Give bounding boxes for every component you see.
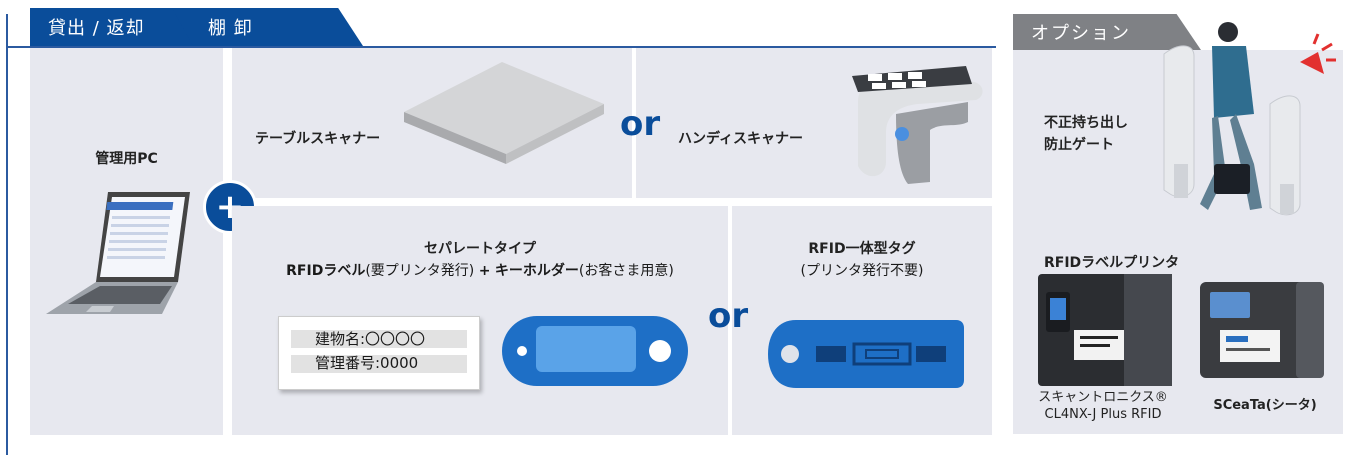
- security-gate-label: 不正持ち出し 防止ゲート: [1044, 112, 1128, 156]
- integrated-tag-note: (プリンタ発行不要): [800, 263, 924, 279]
- tag-or-text: or: [708, 296, 749, 336]
- handy-scanner-icon: [852, 66, 983, 184]
- scanner-or-text: or: [620, 104, 661, 144]
- printer-cl4nx-icon: [1038, 274, 1172, 386]
- printer-cl4nx-caption-line1: スキャントロニクス®: [1038, 390, 1168, 405]
- label-line-number: 管理番号:0000: [315, 354, 419, 372]
- printer-cl4nx-caption-line2: CL4NX-J Plus RFID: [1044, 407, 1162, 422]
- separate-type-description: RFIDラベル(要プリンタ発行) + キーホルダー(お客さま用意): [232, 260, 728, 280]
- frame-left-line: [6, 14, 8, 455]
- pc-label: 管理用PC: [95, 151, 158, 167]
- rfid-label-card: 建物名:〇〇〇〇 管理番号:0000: [278, 316, 480, 390]
- divider: [634, 52, 635, 194]
- security-gate-label-line1: 不正持ち出し: [1044, 115, 1128, 131]
- security-gate-icon: [1163, 22, 1336, 216]
- printer-section-title: RFIDラベルプリンタ: [1044, 255, 1180, 271]
- label-line-building: 建物名:〇〇〇〇: [315, 330, 426, 348]
- tab-inventory: 棚 卸: [172, 8, 363, 46]
- printer-sceata-caption: SCeaTa(シータ): [1213, 398, 1317, 413]
- frame-top-line: [6, 46, 996, 48]
- keyholder-note: (お客さま用意): [578, 263, 674, 279]
- rfid-label-note: (要プリンタ発行): [365, 263, 475, 279]
- tab-lending: 貸出 / 返却: [30, 8, 198, 46]
- separate-type-title: セパレートタイプ: [424, 241, 536, 257]
- security-gate-label-line2: 防止ゲート: [1044, 137, 1114, 153]
- printer-cl4nx-caption: スキャントロニクス® CL4NX-J Plus RFID: [1018, 389, 1188, 423]
- keyholder-icon: [502, 316, 688, 386]
- printer-sceata-icon: [1200, 282, 1324, 378]
- laptop-icon: [46, 192, 190, 314]
- rfid-tag-icon: [768, 320, 964, 388]
- table-scanner-label: テーブルスキャナー: [255, 131, 381, 147]
- tab-option: オプション: [1013, 14, 1201, 50]
- integrated-tag-title: RFID一体型タグ: [808, 241, 916, 257]
- table-scanner-icon: [404, 62, 604, 164]
- plus-sign-text: +: [478, 263, 491, 279]
- handy-scanner-label: ハンディスキャナー: [678, 131, 804, 147]
- divider: [730, 210, 731, 432]
- keyholder-text: キーホルダー: [494, 263, 579, 279]
- rfid-label-text: RFIDラベル: [286, 263, 366, 279]
